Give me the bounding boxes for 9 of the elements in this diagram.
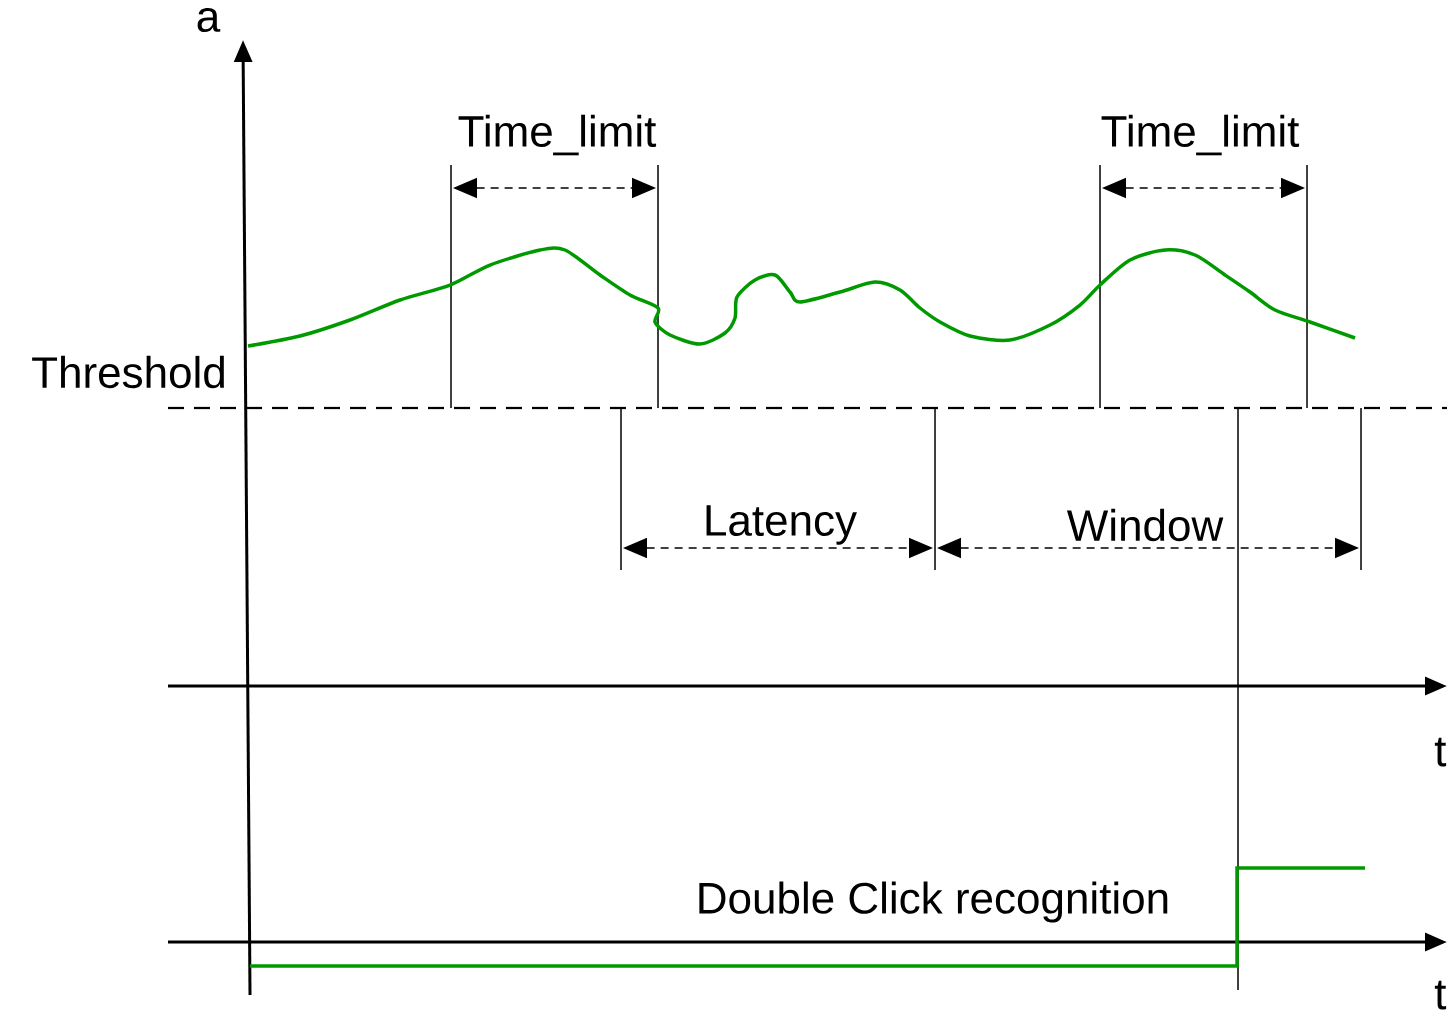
dimension-label: Time_limit [1101, 114, 1300, 156]
dimension-label: Latency [706, 505, 857, 545]
signal-label: Double Click recognition [699, 881, 1168, 923]
axis-label: a [197, 7, 221, 33]
dimension-label: Window [1066, 508, 1224, 542]
axis-label: t [1434, 737, 1447, 767]
dimension-label: Time_limit [458, 114, 657, 156]
threshold-label: Threshold [32, 355, 224, 389]
axis-label: t [1434, 980, 1447, 1010]
